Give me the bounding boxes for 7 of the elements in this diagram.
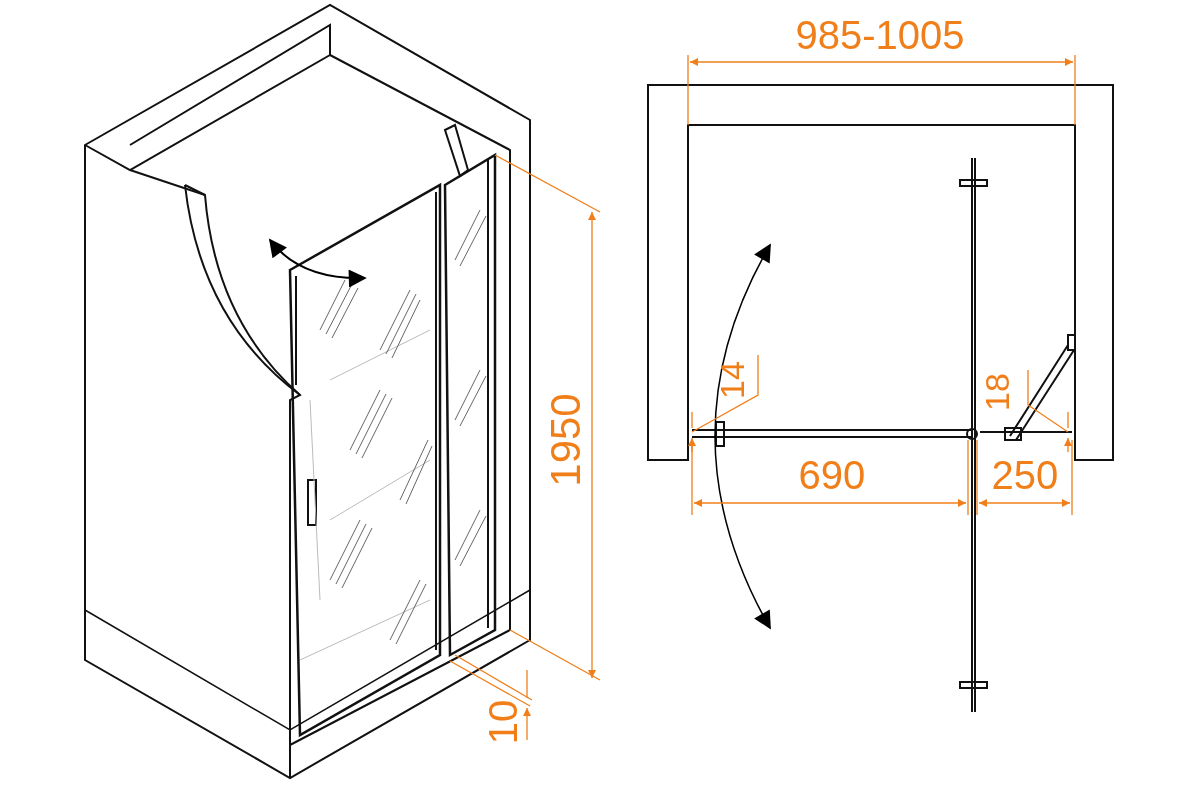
dimension-label: 690 (798, 455, 866, 495)
dimension-label: 14 (714, 361, 749, 399)
dimension-label: 985-1005 (795, 15, 965, 55)
dimension-label: 10 (482, 699, 523, 745)
dimension-label: 18 (979, 373, 1014, 411)
dimension-label: 1950 (544, 393, 587, 487)
dimension-label: 250 (991, 455, 1059, 495)
